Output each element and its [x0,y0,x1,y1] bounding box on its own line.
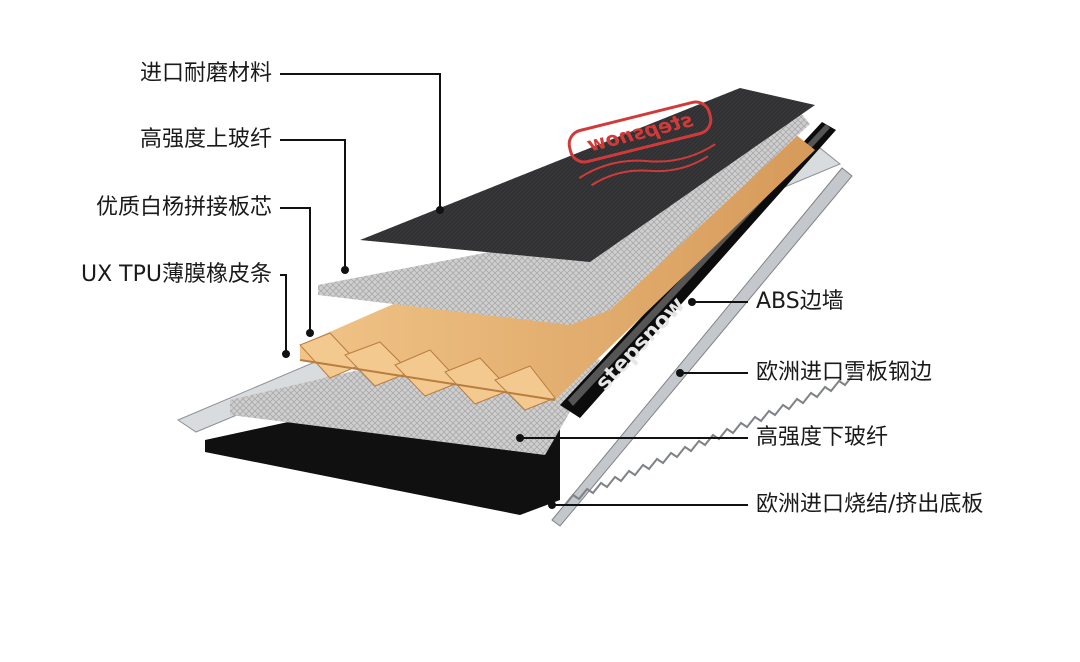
leader-line-wood-core [280,207,311,333]
label-base: 欧洲进口烧结/挤出底板 [756,492,984,517]
label-topsheet: 进口耐磨材料 [139,61,272,86]
label-steel-edge: 欧洲进口雪板钢边 [756,360,933,385]
upper-fiberglass-layer [318,112,810,325]
leader-line-topsheet [280,73,441,210]
leader-line-upper-fiberglass [280,139,346,270]
label-upper-fiberglass: 高强度上玻纤 [139,127,272,152]
label-lower-fiberglass: 高强度下玻纤 [756,425,889,450]
label-wood-core: 优质白杨拼接板芯 [95,195,272,220]
leader-lines [280,73,748,509]
label-abs-sidewall: ABS边墙 [756,289,844,314]
label-tpu-strip: UX TPU薄膜橡皮条 [81,262,272,287]
leader-line-tpu [280,274,287,354]
